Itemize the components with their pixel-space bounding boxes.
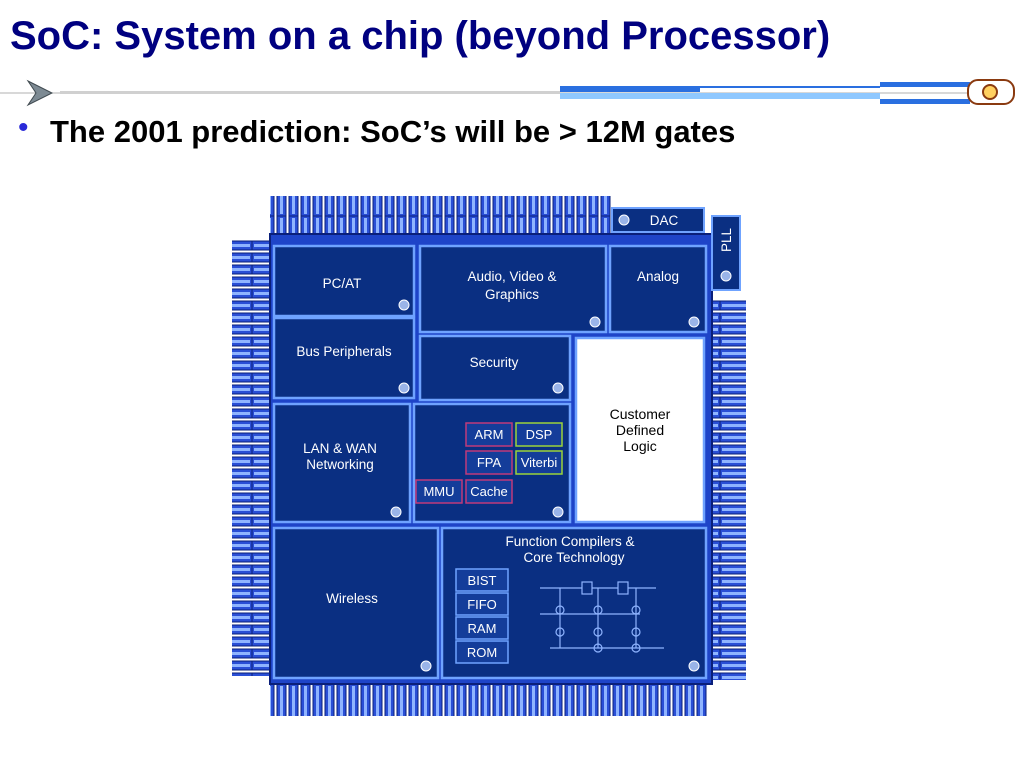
- pads-bottom: [270, 682, 708, 716]
- rom-core: [455, 640, 509, 664]
- ip-logo-icon: [420, 660, 432, 672]
- arm-label: ARM: [475, 427, 504, 442]
- lan-wan-networking-block: LAN & WAN Networking: [272, 402, 412, 524]
- customer-label-line2: Defined: [616, 422, 664, 438]
- analog-label: Analog: [637, 269, 679, 284]
- arm-core: [465, 422, 513, 447]
- analog-block: Analog: [608, 244, 708, 334]
- function-compilers-block: Function Compilers & Core Technology BIS…: [440, 526, 708, 680]
- audio-label-line1: Audio, Video &: [467, 269, 556, 284]
- pc-at-label: PC/AT: [323, 276, 362, 291]
- customer-label-line1: Customer: [610, 406, 671, 422]
- rom-label: ROM: [467, 645, 497, 660]
- ram-label: RAM: [468, 621, 497, 636]
- title-divider: [0, 79, 1015, 107]
- ip-logo-icon: [720, 270, 732, 282]
- bist-label: BIST: [468, 573, 497, 588]
- bus-peripherals-block: Bus Peripherals: [272, 316, 416, 400]
- rocket-end-icon: [967, 79, 1015, 105]
- slide-title: SoC: System on a chip (beyond Processor): [10, 14, 831, 58]
- fc-label-line1: Function Compilers &: [505, 534, 634, 549]
- cache-core: [465, 479, 513, 504]
- dsp-core: [515, 422, 563, 447]
- soc-chip-diagram: DAC PLL PC/AT Audio, Video & Graphics An…: [232, 196, 746, 716]
- fifo-core: [455, 592, 509, 616]
- lan-label-line2: Networking: [306, 457, 374, 472]
- wireless-block: Wireless: [272, 526, 440, 680]
- dac-block: DAC: [611, 207, 705, 233]
- viterbi-core: [515, 450, 563, 475]
- pll-block: PLL: [711, 215, 741, 291]
- wireless-label: Wireless: [326, 591, 378, 606]
- ip-logo-icon: [390, 506, 402, 518]
- ip-logo-icon: [398, 299, 410, 311]
- security-block: Security: [418, 334, 572, 402]
- pads-top: [270, 196, 612, 236]
- customer-label-line3: Logic: [623, 438, 656, 454]
- bist-core: [455, 568, 509, 592]
- audio-label-line2: Graphics: [485, 287, 539, 302]
- bus-peripherals-label: Bus Peripherals: [296, 344, 392, 359]
- ip-logo-icon: [589, 316, 601, 328]
- fifo-label: FIFO: [467, 597, 497, 612]
- customer-defined-logic-block: Customer Defined Logic: [574, 336, 706, 524]
- arrowhead-icon: [26, 79, 54, 107]
- bullet-text: The 2001 prediction: SoC’s will be > 12M…: [50, 114, 736, 149]
- fpa-label: FPA: [477, 455, 502, 470]
- mmu-core: [415, 479, 463, 504]
- pll-label: PLL: [719, 228, 734, 253]
- dac-label: DAC: [650, 213, 679, 228]
- pads-left: [232, 240, 272, 676]
- lan-label-line1: LAN & WAN: [303, 441, 377, 456]
- fpa-core: [465, 450, 513, 475]
- dsp-label: DSP: [526, 427, 553, 442]
- security-label: Security: [470, 355, 519, 370]
- ip-logo-icon: [552, 506, 564, 518]
- mmu-label: MMU: [423, 484, 454, 499]
- ip-logo-icon: [688, 316, 700, 328]
- viterbi-label: Viterbi: [521, 455, 558, 470]
- pc-at-block: PC/AT: [272, 244, 416, 318]
- bullet-icon: •: [18, 111, 29, 144]
- cache-label: Cache: [470, 484, 508, 499]
- audio-video-graphics-block: Audio, Video & Graphics: [418, 244, 608, 334]
- filter-schematic: [540, 581, 664, 653]
- ip-logo-icon: [688, 660, 700, 672]
- ip-logo-icon: [552, 382, 564, 394]
- ram-core: [455, 616, 509, 640]
- fc-label-line2: Core Technology: [523, 550, 624, 565]
- processor-cluster-block: ARM DSP FPA Viterbi MMU Cache: [412, 402, 572, 524]
- ip-logo-icon: [618, 214, 630, 226]
- ip-logo-icon: [398, 382, 410, 394]
